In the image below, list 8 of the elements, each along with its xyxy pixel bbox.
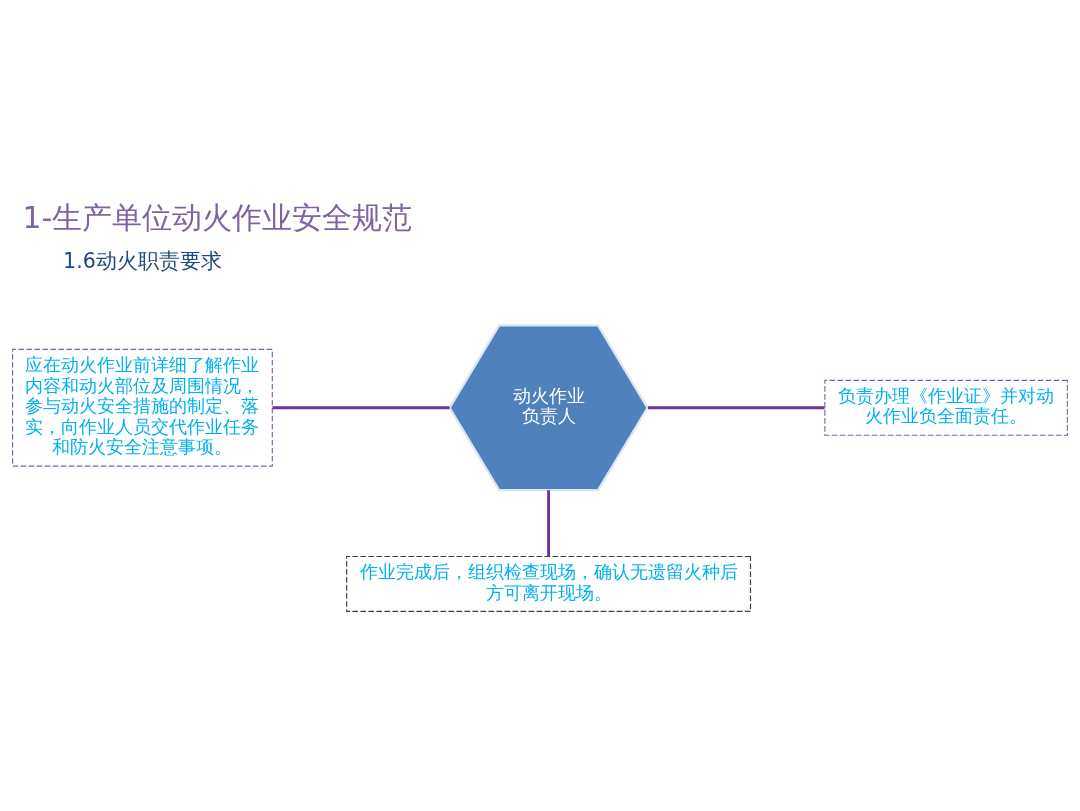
label: 1.6动火职责要求 <box>63 248 222 273</box>
connector <box>647 406 825 410</box>
connector <box>272 406 450 410</box>
node-box: 应在动火作业前详细了解作业内容和动火部位及周围情况，参与动火安全措施的制定、落实，向作业人员交代作业任务和防火安全注意事项。 <box>12 348 273 467</box>
node-box: 作业完成后，组织检查现场，确认无遗留火种后方可离开现场。 <box>346 555 752 612</box>
node-box: 负责办理《作业证》并对动火作业负全面责任。 <box>824 379 1068 436</box>
connector <box>547 490 550 557</box>
diagram-title: 1-生产单位动火作业安全规范 <box>22 199 413 235</box>
